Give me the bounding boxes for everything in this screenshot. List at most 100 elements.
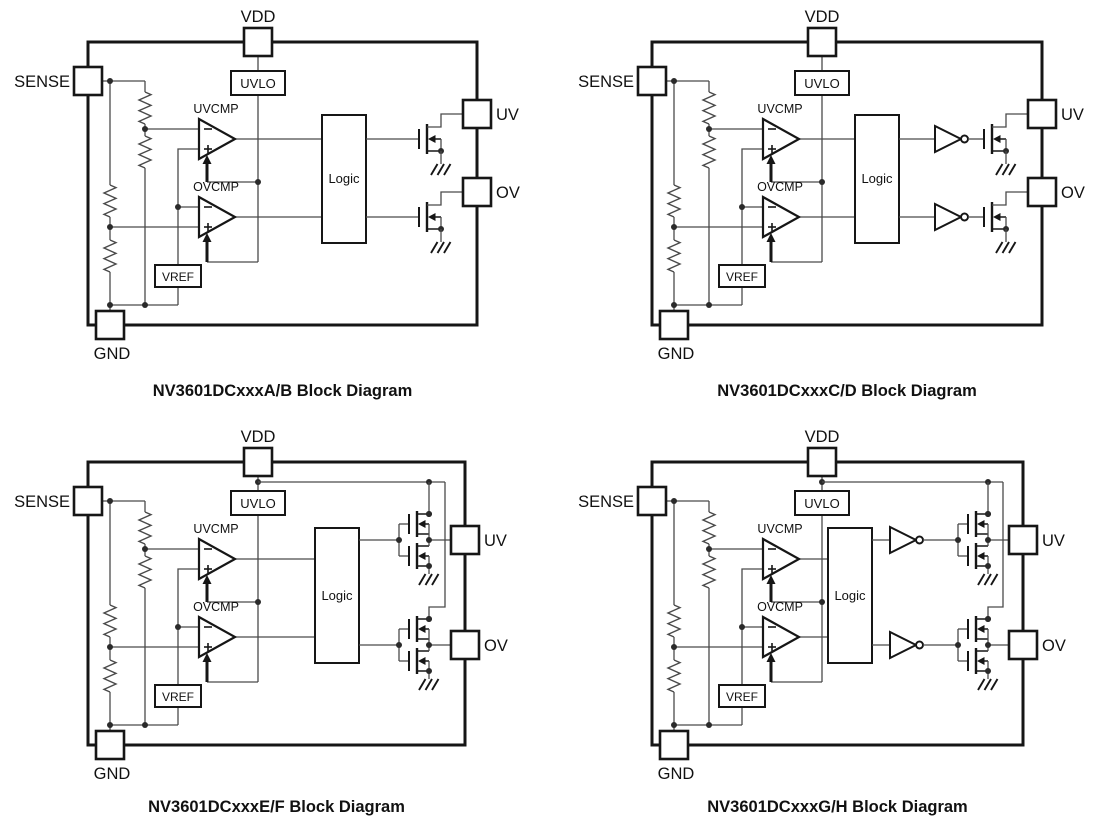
uvlo-block: [230, 490, 286, 516]
resistor-icon: [137, 511, 153, 545]
logic-block: [827, 527, 873, 664]
resistor-icon: [666, 184, 682, 218]
sense-pin-label: SENSE: [578, 493, 634, 511]
resistor-icon: [701, 511, 717, 545]
nmos-symbol: [418, 191, 463, 254]
schematic-gh: LogicUVLOVREFUVCMPOVCMPVDDSENSEGNDUVOVNV…: [578, 428, 1066, 816]
uv-pin-label: UV: [484, 532, 507, 550]
mosfet-body-arrow-icon: [418, 657, 429, 665]
ovcmp-label: OVCMP: [193, 180, 239, 194]
gnd-pin-label: GND: [94, 345, 131, 363]
nmos-symbol: [983, 113, 1028, 176]
nmos-symbol: [983, 191, 1028, 254]
ground-icon: [418, 573, 440, 586]
pin-ov: [461, 176, 493, 208]
mosfet-body-arrow-icon: [977, 657, 988, 665]
uvlo-label: UVLO: [240, 496, 275, 511]
junction-dot: [426, 642, 432, 648]
push-pull-fets-symbol: [955, 511, 1009, 586]
junction-dot: [955, 642, 961, 648]
uvcmp-label: UVCMP: [193, 102, 238, 116]
junction-dot: [671, 78, 677, 84]
ground-icon: [977, 678, 999, 691]
junction-dot: [426, 563, 432, 569]
resistor-icon: [701, 91, 717, 125]
ovcmp-symbol: [761, 615, 802, 659]
mosfet-body-arrow-icon: [977, 625, 988, 633]
resistor-icon: [137, 555, 153, 589]
push-pull-fets-symbol: [396, 511, 451, 586]
logic-label: Logic: [834, 588, 866, 603]
gnd-pin-label: GND: [94, 765, 131, 783]
uvlo-block: [794, 490, 850, 516]
junction-dot: [671, 224, 677, 230]
inverter-icon: [934, 202, 969, 232]
vdd-pin-label: VDD: [805, 8, 840, 26]
junction-dot: [107, 302, 113, 308]
uvlo-label: UVLO: [804, 76, 839, 91]
junction-dot: [671, 498, 677, 504]
ov-pin-label: OV: [496, 184, 520, 202]
pin-uv: [1007, 524, 1039, 556]
pin-vdd: [242, 446, 274, 478]
ovcmp-label: OVCMP: [757, 600, 803, 614]
gnd-pin-label: GND: [658, 765, 695, 783]
enable-arrow-icon: [202, 653, 212, 682]
uv-pin-label: UV: [1042, 532, 1065, 550]
ovcmp-label: OVCMP: [193, 600, 239, 614]
resistor-icon: [102, 659, 118, 693]
junction-dot: [426, 537, 432, 543]
diagram-caption: NV3601DCxxxA/B Block Diagram: [153, 382, 413, 400]
uvcmp-symbol: [197, 537, 238, 581]
resistor-icon: [666, 604, 682, 638]
ground-icon: [995, 241, 1017, 254]
ground-icon: [430, 241, 452, 254]
junction-dot: [985, 668, 991, 674]
ground-icon: [977, 573, 999, 586]
logic-block: [321, 114, 367, 244]
resistor-icon: [102, 239, 118, 273]
logic-block: [314, 527, 360, 664]
junction-dot: [985, 537, 991, 543]
logic-label: Logic: [321, 588, 353, 603]
diagram-caption: NV3601DCxxxE/F Block Diagram: [148, 798, 405, 816]
inverter-icon: [889, 525, 924, 555]
vdd-pin-label: VDD: [805, 428, 840, 446]
junction-dot: [175, 624, 181, 630]
vref-block: [718, 264, 766, 288]
sense-pin-label: SENSE: [14, 493, 70, 511]
pin-sense: [72, 485, 104, 517]
junction-dot: [739, 204, 745, 210]
vref-label: VREF: [726, 690, 758, 704]
uv-pin-label: UV: [1061, 106, 1084, 124]
logic-label: Logic: [861, 171, 893, 186]
vref-block: [154, 264, 202, 288]
junction-dot: [985, 616, 991, 622]
junction-dot: [142, 722, 148, 728]
pin-uv: [449, 524, 481, 556]
ground-icon: [995, 163, 1017, 176]
junction-dot: [819, 599, 825, 605]
logic-label: Logic: [328, 171, 360, 186]
junction-dot: [255, 179, 261, 185]
junction-dot: [985, 563, 991, 569]
uvcmp-symbol: [197, 117, 238, 161]
uvcmp-label: UVCMP: [193, 522, 238, 536]
pin-gnd: [94, 309, 126, 341]
junction-dot: [107, 78, 113, 84]
junction-dot: [142, 126, 148, 132]
pin-uv: [1026, 98, 1058, 130]
junction-dot: [706, 126, 712, 132]
inverter-icon: [889, 630, 924, 660]
enable-arrow-icon: [202, 575, 212, 602]
resistor-icon: [137, 91, 153, 125]
nmos-symbol: [418, 113, 463, 176]
junction-dot: [426, 668, 432, 674]
enable-arrow-icon: [766, 575, 776, 602]
uvcmp-symbol: [761, 117, 802, 161]
vdd-pin-label: VDD: [241, 428, 276, 446]
junction-dot: [706, 722, 712, 728]
junction-dot: [985, 511, 991, 517]
